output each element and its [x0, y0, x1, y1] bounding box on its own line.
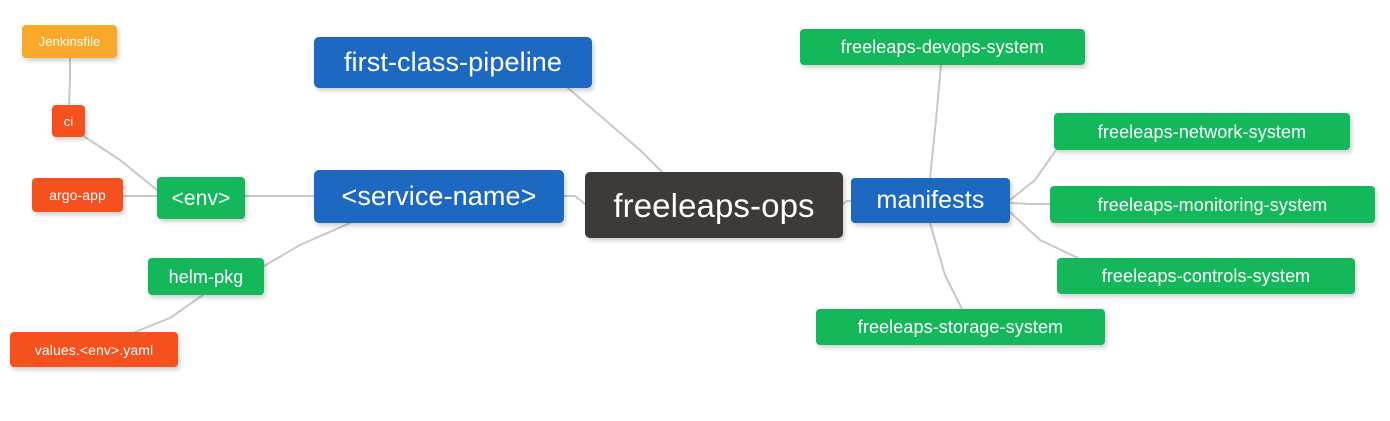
- node-label-first-class-pipeline: first-class-pipeline: [343, 47, 563, 77]
- node-controls-system[interactable]: freeleaps-controls-system: [1057, 258, 1355, 294]
- node-label-service-name: <service-name>: [341, 181, 537, 211]
- node-label-devops-system: freeleaps-devops-system: [840, 37, 1045, 57]
- node-label-freeleaps-ops: freeleaps-ops: [613, 186, 815, 224]
- node-label-values-yaml: values.<env>.yaml: [34, 341, 154, 358]
- node-label-jenkinsfile: Jenkinsfile: [38, 34, 101, 49]
- node-env[interactable]: <env>: [157, 177, 245, 219]
- node-devops-system[interactable]: freeleaps-devops-system: [800, 29, 1085, 65]
- node-first-class-pipeline[interactable]: first-class-pipeline: [314, 37, 592, 88]
- node-argo-app[interactable]: argo-app: [32, 178, 123, 212]
- edge-service-name-to-freeleaps-ops: [563, 195, 586, 205]
- edge-manifests-to-monitoring-system: [1009, 202, 1051, 205]
- node-label-ci: ci: [63, 113, 74, 129]
- node-network-system[interactable]: freeleaps-network-system: [1054, 113, 1350, 150]
- edge-helm-pkg-to-values-yaml: [134, 294, 204, 333]
- node-manifests[interactable]: manifests: [851, 178, 1010, 223]
- node-monitoring-system[interactable]: freeleaps-monitoring-system: [1050, 186, 1375, 223]
- node-label-manifests: manifests: [876, 186, 985, 214]
- edge-manifests-to-storage-system: [929, 222, 963, 310]
- edge-freeleaps-ops-to-manifests: [842, 200, 852, 205]
- edge-service-name-to-helm-pkg: [263, 222, 351, 267]
- node-helm-pkg[interactable]: helm-pkg: [148, 258, 264, 295]
- node-jenkinsfile[interactable]: Jenkinsfile: [22, 25, 117, 58]
- node-ci[interactable]: ci: [52, 105, 85, 137]
- edge-manifests-to-devops-system: [929, 64, 942, 179]
- node-label-env: <env>: [171, 186, 231, 210]
- node-service-name[interactable]: <service-name>: [314, 170, 564, 223]
- node-label-controls-system: freeleaps-controls-system: [1101, 266, 1311, 286]
- node-storage-system[interactable]: freeleaps-storage-system: [816, 309, 1105, 345]
- node-freeleaps-ops[interactable]: freeleaps-ops: [585, 172, 843, 238]
- node-label-helm-pkg: helm-pkg: [168, 266, 244, 287]
- node-label-argo-app: argo-app: [49, 187, 106, 203]
- edge-jenkinsfile-to-ci: [68, 57, 71, 106]
- node-values-yaml[interactable]: values.<env>.yaml: [10, 332, 178, 367]
- edge-first-class-pipeline-to-freeleaps-ops: [567, 87, 663, 173]
- node-label-storage-system: freeleaps-storage-system: [857, 317, 1064, 337]
- node-label-monitoring-system: freeleaps-monitoring-system: [1097, 194, 1328, 215]
- node-label-network-system: freeleaps-network-system: [1097, 121, 1307, 142]
